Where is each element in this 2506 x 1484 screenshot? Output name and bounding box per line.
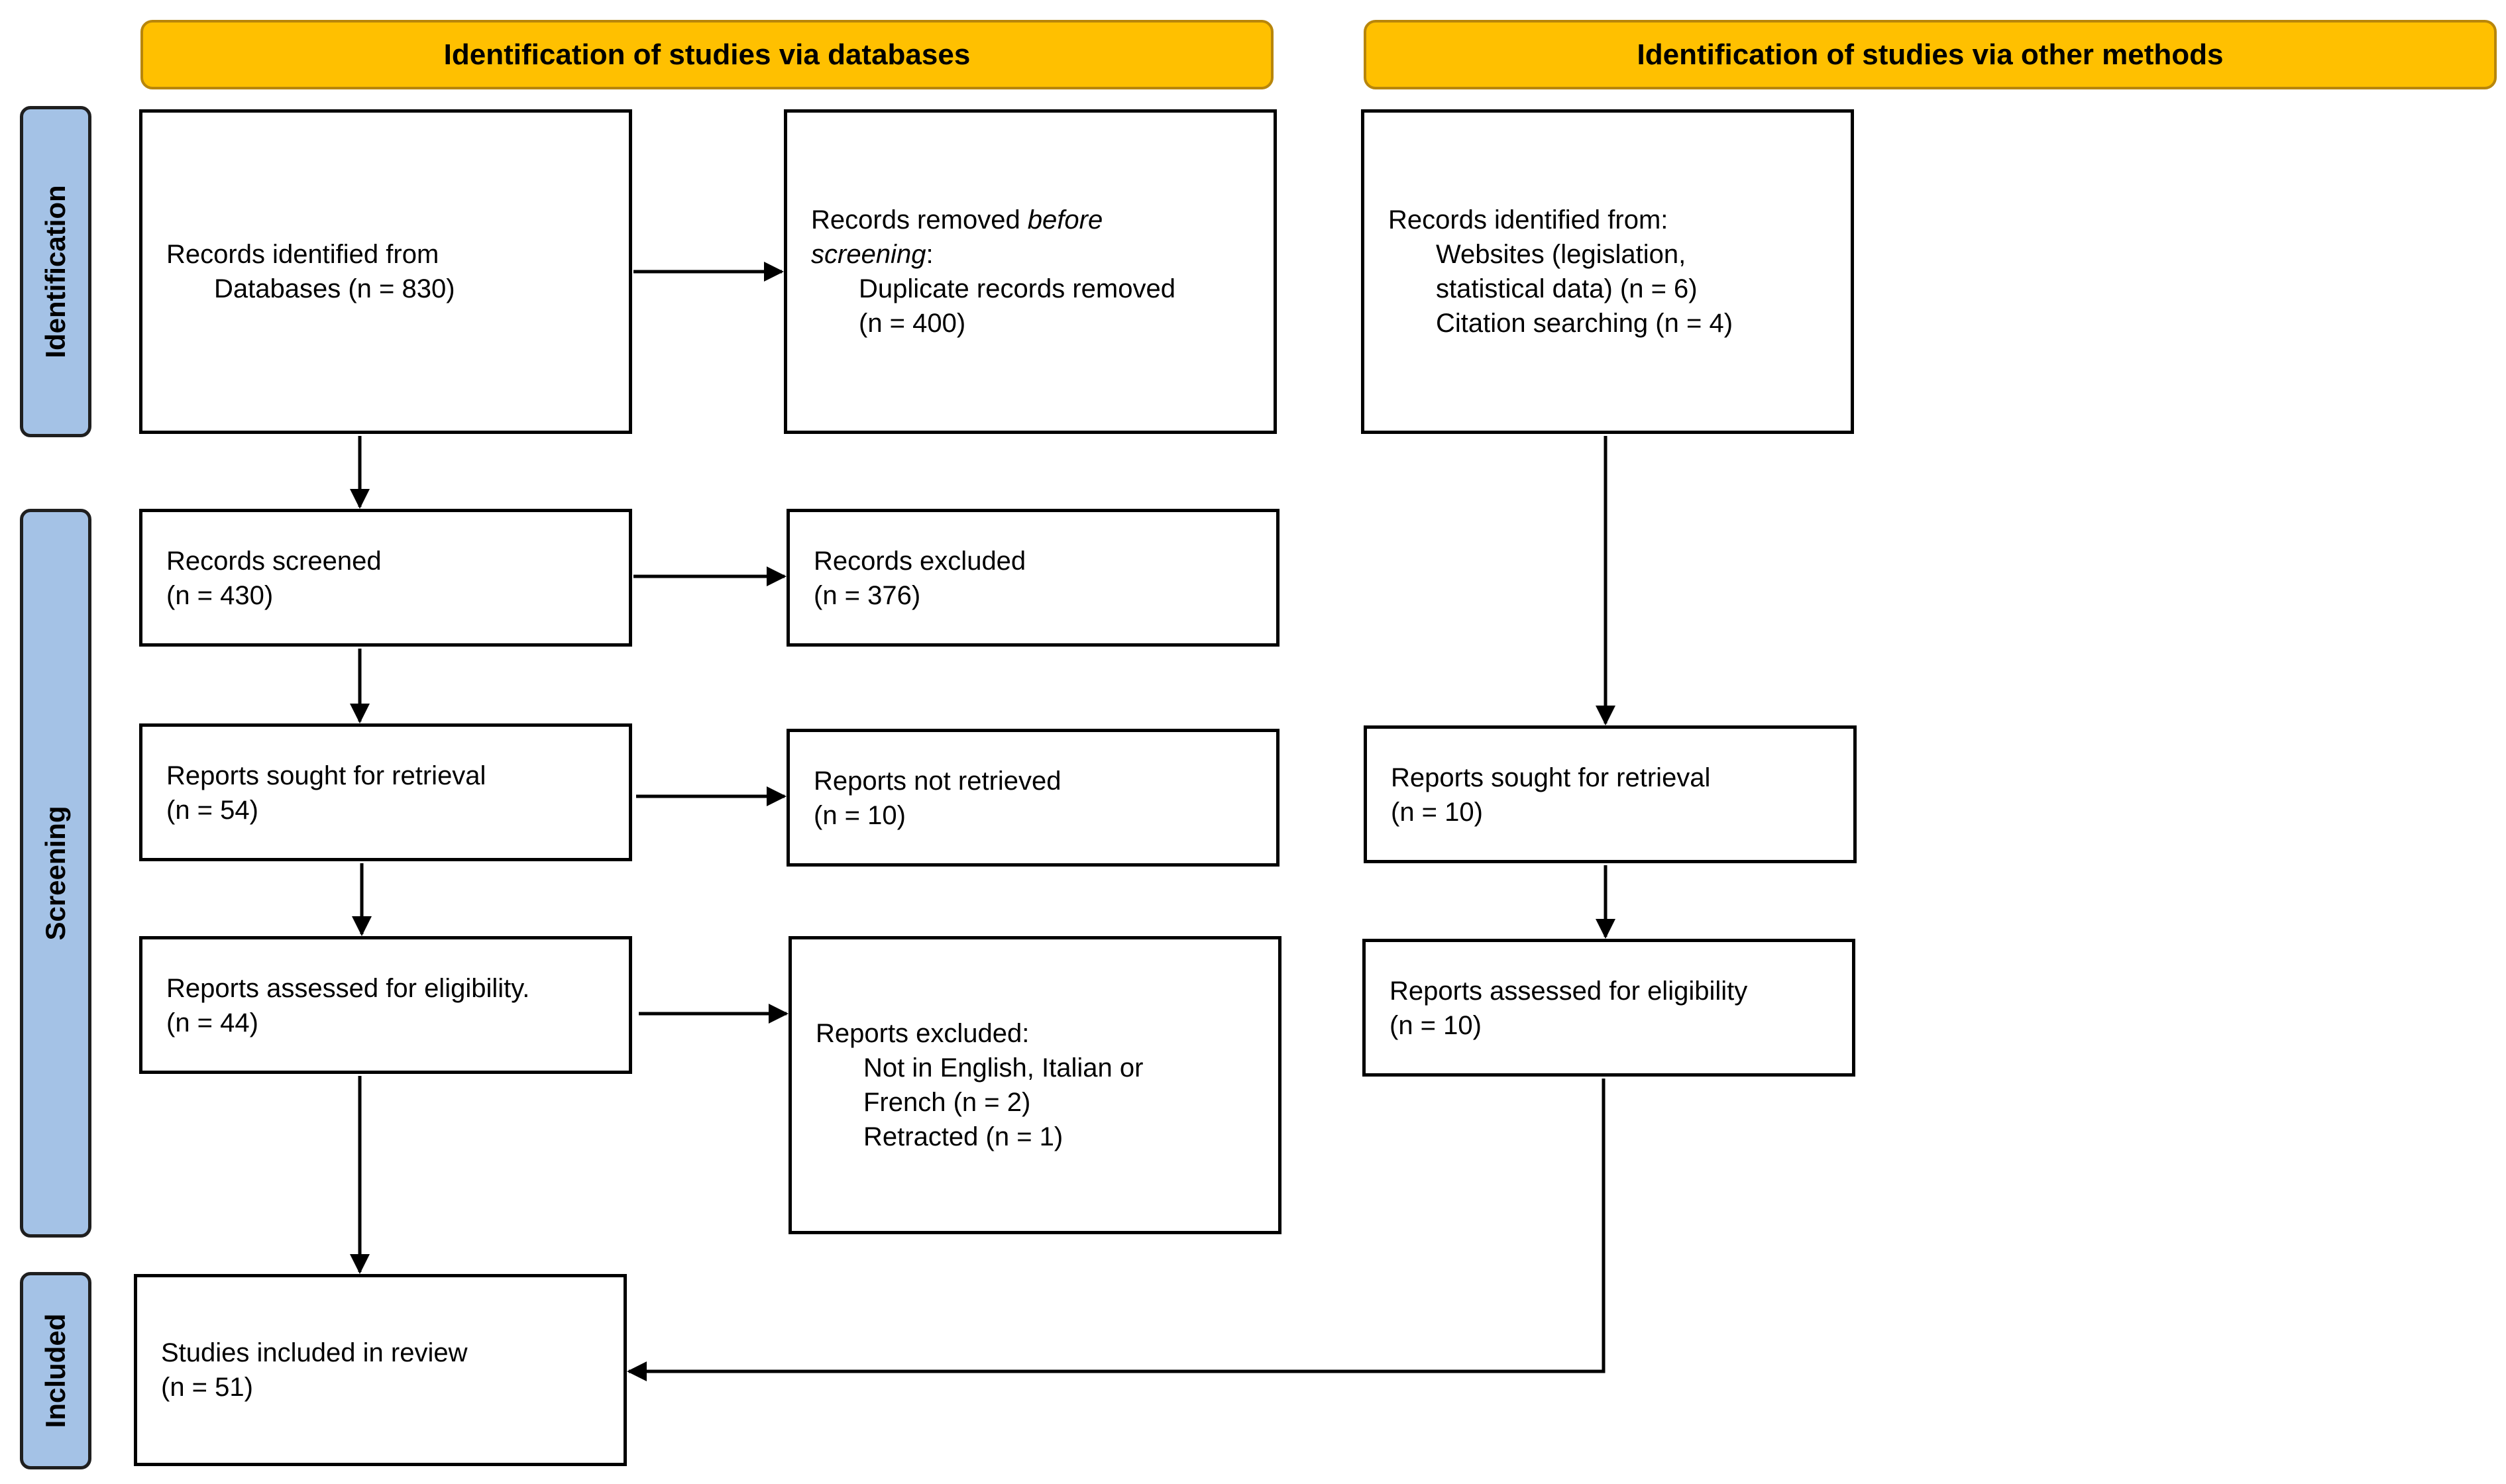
box-records-excluded: Records excluded (n = 376): [787, 509, 1280, 647]
records-identified-other-line2: Websites (legislation,: [1436, 240, 1686, 269]
reports-excluded-line1: Reports excluded:: [816, 1019, 1030, 1048]
box-studies-included: Studies included in review (n = 51): [134, 1274, 627, 1466]
records-identified-line2: Databases (n = 830): [214, 274, 455, 303]
records-identified-other-line3: statistical data) (n = 6): [1436, 274, 1698, 303]
reports-sought-other-line1: Reports sought for retrieval: [1391, 763, 1711, 792]
records-removed-line3: Duplicate records removed: [859, 274, 1175, 303]
records-screened-line1: Records screened: [166, 547, 382, 576]
box-records-identified-other: Records identified from: Websites (legis…: [1361, 109, 1854, 434]
reports-excluded-line4: Retracted (n = 1): [863, 1122, 1063, 1151]
header-other-methods: Identification of studies via other meth…: [1364, 20, 2497, 89]
records-removed-line1: Records removed before: [811, 203, 1258, 237]
box-records-identified: Records identified from Databases (n = 8…: [139, 109, 632, 434]
reports-assessed-other-line2: (n = 10): [1389, 1011, 1482, 1040]
records-removed-line2-suffix: :: [926, 240, 934, 269]
records-excluded-line1: Records excluded: [814, 547, 1026, 576]
header-databases-label: Identification of studies via databases: [443, 38, 971, 71]
studies-included-line2: (n = 51): [161, 1373, 253, 1402]
phase-screening: Screening: [20, 509, 91, 1238]
records-identified-line1: Records identified from: [166, 240, 439, 269]
box-reports-assessed-other: Reports assessed for eligibility (n = 10…: [1362, 939, 1855, 1077]
reports-not-retrieved-line2: (n = 10): [814, 801, 906, 830]
reports-assessed-line1: Reports assessed for eligibility.: [166, 974, 530, 1003]
records-screened-line2: (n = 430): [166, 581, 274, 610]
box-records-screened: Records screened (n = 430): [139, 509, 632, 647]
records-removed-line1-italic: before: [1027, 205, 1103, 235]
phase-identification: Identification: [20, 106, 91, 437]
reports-assessed-other-line1: Reports assessed for eligibility: [1389, 977, 1748, 1006]
records-removed-line2: screening:: [811, 237, 1258, 272]
reports-not-retrieved-line1: Reports not retrieved: [814, 767, 1062, 796]
records-removed-line2-italic: screening: [811, 240, 926, 269]
box-reports-not-retrieved: Reports not retrieved (n = 10): [787, 729, 1280, 867]
reports-excluded-line2: Not in English, Italian or: [863, 1053, 1144, 1083]
reports-sought-other-line2: (n = 10): [1391, 798, 1483, 827]
header-other-methods-label: Identification of studies via other meth…: [1637, 38, 2224, 71]
records-removed-line4: (n = 400): [859, 309, 966, 338]
reports-excluded-line3: French (n = 2): [863, 1088, 1031, 1117]
box-reports-sought-other: Reports sought for retrieval (n = 10): [1364, 725, 1857, 863]
records-identified-other-line4: Citation searching (n = 4): [1436, 309, 1733, 338]
records-excluded-line2: (n = 376): [814, 581, 921, 610]
reports-assessed-line2: (n = 44): [166, 1008, 258, 1037]
arrow-other-assessed-to-included: [627, 1079, 1606, 1381]
box-reports-assessed: Reports assessed for eligibility. (n = 4…: [139, 936, 632, 1074]
reports-sought-line1: Reports sought for retrieval: [166, 761, 486, 790]
box-reports-sought: Reports sought for retrieval (n = 54): [139, 723, 632, 861]
records-removed-line1-prefix: Records removed: [811, 205, 1028, 235]
box-reports-excluded: Reports excluded: Not in English, Italia…: [789, 936, 1281, 1234]
header-databases: Identification of studies via databases: [140, 20, 1274, 89]
phase-included: Included: [20, 1272, 91, 1469]
records-identified-other-line1: Records identified from:: [1388, 205, 1668, 235]
studies-included-line1: Studies included in review: [161, 1338, 468, 1367]
box-records-removed: Records removed before screening: Duplic…: [784, 109, 1277, 434]
reports-sought-line2: (n = 54): [166, 796, 258, 825]
